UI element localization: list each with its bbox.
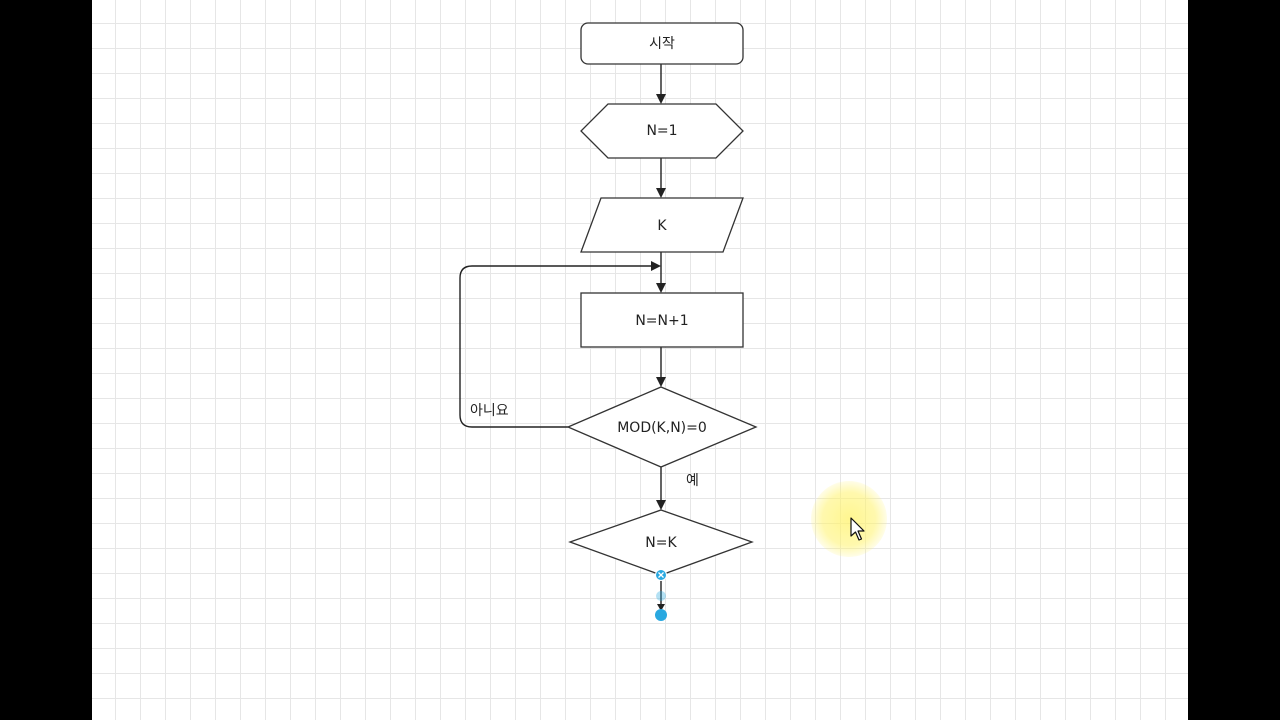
node-check-equal-label: N=K [645, 535, 677, 551]
arrowhead [657, 604, 665, 611]
close-icon [658, 572, 664, 578]
cursor-highlight [811, 481, 887, 557]
node-check-mod-label: MOD(K,N)=0 [617, 420, 707, 436]
node-increment[interactable]: N=N+1 [580, 292, 744, 348]
arrowhead [651, 261, 661, 271]
edge-source-handle[interactable] [655, 569, 667, 581]
edge-target-handle[interactable] [655, 609, 667, 621]
node-check-mod[interactable]: MOD(K,N)=0 [566, 386, 758, 468]
node-init-label: N=1 [646, 123, 677, 139]
node-increment-label: N=N+1 [635, 313, 688, 329]
mouse-pointer-icon [850, 517, 865, 541]
edge-start-to-init[interactable] [656, 64, 666, 104]
arrowhead [656, 500, 666, 510]
edge-increment-to-check-mod[interactable] [656, 347, 666, 387]
edge-input-to-increment[interactable] [656, 252, 666, 293]
arrowhead [656, 283, 666, 293]
arrowhead [656, 377, 666, 387]
edge-no-loop-back[interactable] [459, 261, 661, 428]
arrowhead [656, 188, 666, 198]
edge-label-yes: 예 [686, 473, 699, 489]
node-start[interactable]: 시작 [580, 22, 744, 65]
node-input-label: K [657, 218, 667, 234]
edge-yes-to-check-equal[interactable] [656, 467, 666, 510]
arrowhead [656, 94, 666, 104]
edge-label-no: 아니요 [470, 403, 509, 419]
node-init[interactable]: N=1 [580, 103, 744, 159]
node-input[interactable]: K [580, 197, 744, 253]
edge-midpoint-handle[interactable] [656, 591, 666, 601]
node-start-label: 시작 [649, 36, 675, 52]
node-check-equal[interactable]: N=K [568, 509, 754, 576]
edge-init-to-input[interactable] [656, 158, 666, 198]
